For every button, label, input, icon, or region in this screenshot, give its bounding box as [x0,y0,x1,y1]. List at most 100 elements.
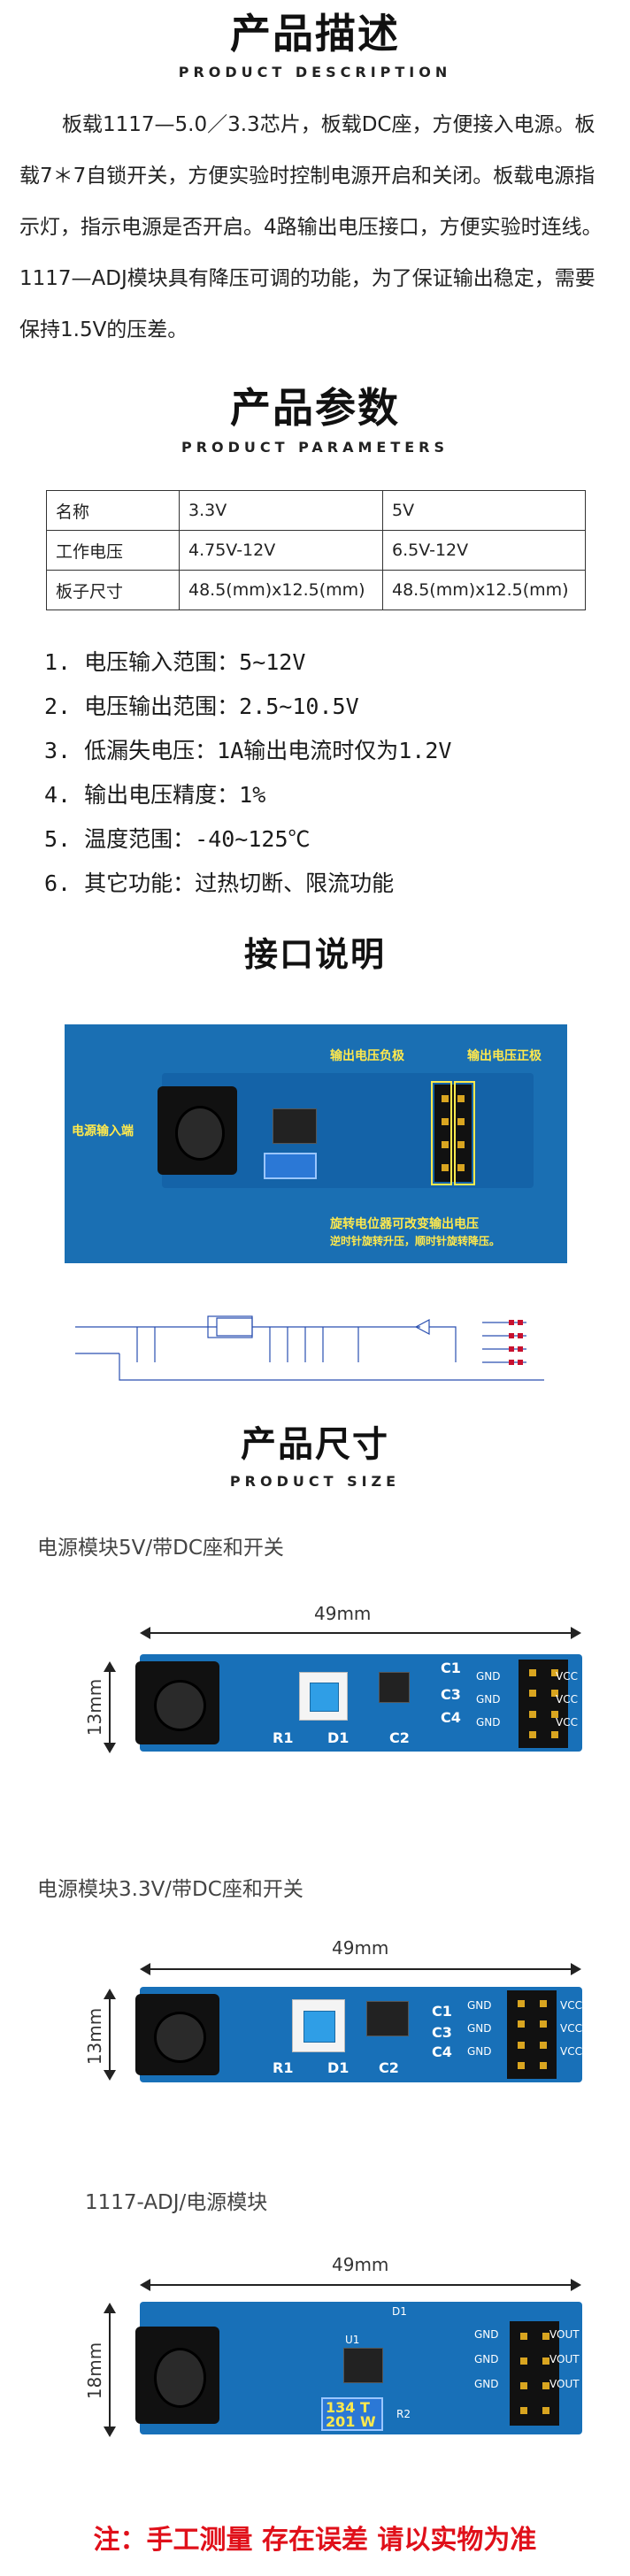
silk-c4: C4 [432,2043,452,2060]
interface-title: 接口说明 [243,935,386,974]
schematic-diagram [75,1315,544,1381]
dc-jack [158,1086,237,1175]
silk-pot-code: 134 T [326,2399,370,2416]
silk-gnd: GND [476,1716,501,1729]
table-cell: 48.5(mm)x12.5(mm) [179,570,383,610]
silk-c3: C3 [441,1686,461,1703]
silk-gnd: GND [476,1693,501,1706]
neg-highlight [431,1081,452,1185]
regulator-chip [343,2348,383,2383]
silk-vcc: VCC [556,1670,578,1683]
silk-vcc: VCC [560,2045,582,2058]
pin-header [507,1990,557,2079]
parameters-table: 名称 3.3V 5V 工作电压 4.75V-12V 6.5V-12V 板子尺寸 … [46,490,586,610]
list-item: 2. 电压输出范围：2.5~10.5V [44,694,359,719]
board-5v: C1 C3 C4 R1 D1 C2 GND GND GND VCC VCC VC… [135,1654,582,1752]
potentiometer [321,2397,383,2431]
table-cell: 5V [382,490,586,531]
module-title-adj: 1117-ADJ/电源模块 [85,2191,268,2214]
silk-c4: C4 [441,1709,461,1726]
silk-d1: D1 [327,1729,350,1746]
height-arrow [104,1989,116,2081]
silk-d1: D1 [327,2059,350,2076]
module-title-5v: 电源模块5V/带DC座和开关 [37,1537,284,1560]
pos-highlight [454,1081,475,1185]
height-label: 13mm [84,2007,106,2066]
list-item: 1. 电压输入范围：5~12V [44,649,306,675]
neg-label: 输出电压负极 [330,1049,404,1063]
silk-r2: R2 [396,2408,411,2420]
silk-pot-code2: 201 W [326,2413,376,2430]
silk-vcc: VCC [560,2022,582,2035]
silk-vcc: VCC [556,1716,578,1729]
description-subtitle: PRODUCT DESCRIPTION [178,64,452,80]
board-adj: 134 T 201 W U1 D1 R2 GND GND GND VOUT VO… [135,2302,582,2434]
height-label: 13mm [84,1678,106,1736]
width-label: 49mm [332,1937,389,1959]
pin-header [510,2321,559,2426]
list-item: 4. 输出电压精度：1% [44,782,266,808]
table-cell: 6.5V-12V [382,530,586,571]
list-item: 6. 其它功能：过热切断、限流功能 [44,870,395,896]
parameters-title: 产品参数 [230,384,400,432]
width-label: 49mm [314,1603,372,1624]
power-switch [299,1672,348,1721]
silk-u1: U1 [345,2334,360,2346]
pin-header [434,1085,472,1182]
list-item: 5. 温度范围：-40~125℃ [44,826,311,852]
silk-c1: C1 [432,2003,452,2020]
list-item: 3. 低漏失电压：1A输出电流时仅为1.2V [44,738,452,763]
input-label: 电源输入端 [72,1124,134,1138]
width-arrow [140,1963,581,1975]
silk-vcc: VCC [560,1999,582,2012]
pos-label: 输出电压正极 [467,1049,542,1063]
table-cell: 4.75V-12V [179,530,383,571]
silk-d1: D1 [392,2305,407,2318]
silk-gnd: GND [474,2353,499,2365]
height-arrow [104,2303,116,2437]
regulator-chip [366,2001,409,2036]
table-cell: 48.5(mm)x12.5(mm) [382,570,586,610]
silk-c1: C1 [441,1660,461,1676]
description-paragraph: 板载1117—5.0／3.3芯片，板载DC座，方便接入电源。板载7＊7自锁开关，… [19,113,630,341]
description-title: 产品描述 [230,10,400,58]
pin-header [519,1660,568,1748]
dc-jack [135,1661,219,1744]
module-title-3v3: 电源模块3.3V/带DC座和开关 [37,1878,303,1901]
height-label: 18mm [84,2342,106,2400]
silk-vout: VOUT [549,2328,580,2341]
size-title: 产品尺寸 [241,1424,389,1465]
spec-list: 1. 电压输入范围：5~12V 2. 电压输出范围：2.5~10.5V 3. 低… [44,640,451,906]
silk-gnd: GND [467,2022,492,2035]
dc-jack [135,1994,219,2075]
pot-hint-label: 逆时针旋转升压，顺时针旋转降压。 [330,1235,501,1247]
silk-r1: R1 [273,1729,294,1746]
silk-gnd: GND [467,2045,492,2058]
pot-label: 旋转电位器可改变输出电压 [330,1217,479,1231]
silk-r1: R1 [273,2059,294,2076]
silk-vout: VOUT [549,2353,580,2365]
width-arrow [140,2279,581,2291]
parameters-subtitle: PRODUCT PARAMETERS [181,439,449,456]
board-3v3: C1 C3 C4 R1 D1 C2 GND GND GND VCC VCC VC… [135,1987,582,2082]
silk-gnd: GND [467,1999,492,2012]
table-cell: 3.3V [179,490,383,531]
silk-gnd: GND [474,2328,499,2341]
table-cell: 板子尺寸 [46,570,180,610]
silk-c2: C2 [379,2059,399,2076]
silk-gnd: GND [474,2378,499,2390]
dc-jack [135,2327,219,2424]
width-label: 49mm [332,2254,389,2275]
interface-photo: 电源输入端 输出电压负极 输出电压正极 旋转电位器可改变输出电压 逆时针旋转升压… [65,1024,567,1263]
regulator-chip [273,1108,317,1144]
silk-vout: VOUT [549,2378,580,2390]
regulator-chip [379,1672,410,1703]
table-row: 板子尺寸 48.5(mm)x12.5(mm) 48.5(mm)x12.5(mm) [46,570,586,610]
potentiometer [264,1153,317,1179]
table-row: 工作电压 4.75V-12V 6.5V-12V [46,530,586,571]
width-arrow [140,1627,581,1639]
power-switch [292,1999,345,2052]
silk-gnd: GND [476,1670,501,1683]
table-row: 名称 3.3V 5V [46,490,586,531]
table-cell: 工作电压 [46,530,180,571]
